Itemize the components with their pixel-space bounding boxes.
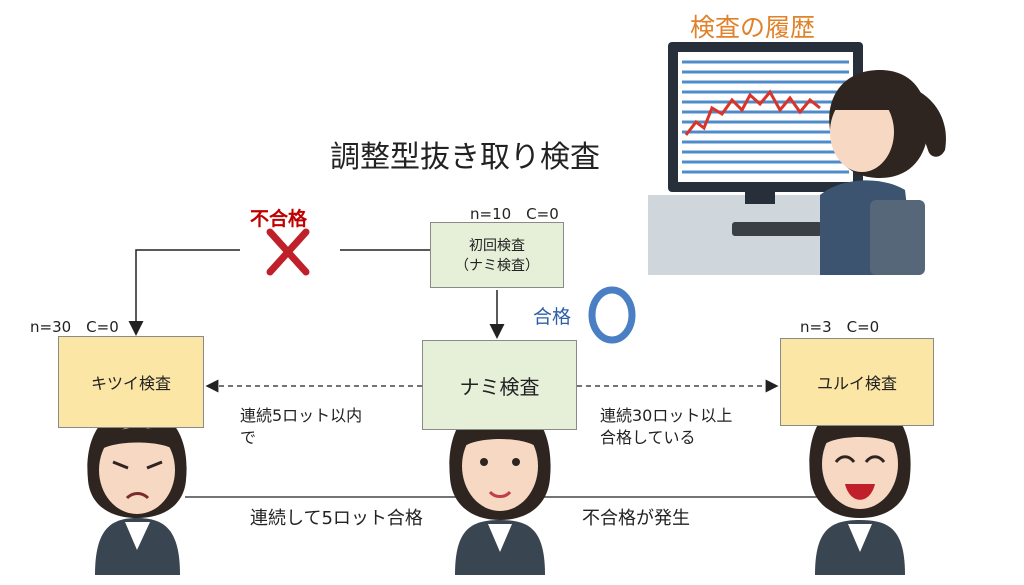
person-smiling-icon — [809, 400, 911, 575]
initial-params: n=10 C=0 — [470, 205, 559, 223]
initial-inspection-box: 初回検査 （ナミ検査） — [430, 222, 564, 288]
arrow-initial-to-hard — [136, 249, 430, 333]
cross-mark-icon — [266, 228, 310, 276]
to-hard-condition-line1: 連続5ロット以内 — [240, 406, 363, 425]
hard-to-normal-condition: 連続して5ロット合格 — [250, 508, 423, 529]
history-label: 検査の履歴 — [690, 13, 816, 42]
easy-label: ユルイ検査 — [816, 374, 897, 393]
to-easy-condition-line2: 合格している — [600, 428, 696, 447]
easy-to-normal-condition: 不合格が発生 — [582, 508, 690, 529]
normal-inspection-box: ナミ検査 — [422, 340, 577, 430]
hard-params: n=30 C=0 — [30, 318, 119, 336]
person-stern-icon — [87, 408, 187, 575]
fail-label: 不合格 — [250, 208, 308, 230]
initial-label-line2: （ナミ検査） — [455, 258, 539, 274]
to-easy-condition-line1: 連続30ロット以上 — [600, 406, 733, 425]
computer-monitor-icon — [648, 42, 946, 275]
easy-inspection-box: ユルイ検査 — [780, 338, 934, 426]
hard-label: キツイ検査 — [90, 374, 171, 393]
to-hard-condition-line2: で — [240, 428, 257, 447]
initial-label-line1: 初回検査 — [469, 238, 525, 254]
pass-label: 合格 — [533, 306, 572, 328]
normal-label: ナミ検査 — [459, 374, 540, 399]
circle-mark-icon — [588, 286, 636, 344]
person-neutral-icon — [449, 402, 551, 575]
page-title: 調整型抜き取り検査 — [330, 140, 600, 175]
easy-params: n=3 C=0 — [800, 318, 880, 336]
hard-inspection-box: キツイ検査 — [58, 336, 204, 428]
